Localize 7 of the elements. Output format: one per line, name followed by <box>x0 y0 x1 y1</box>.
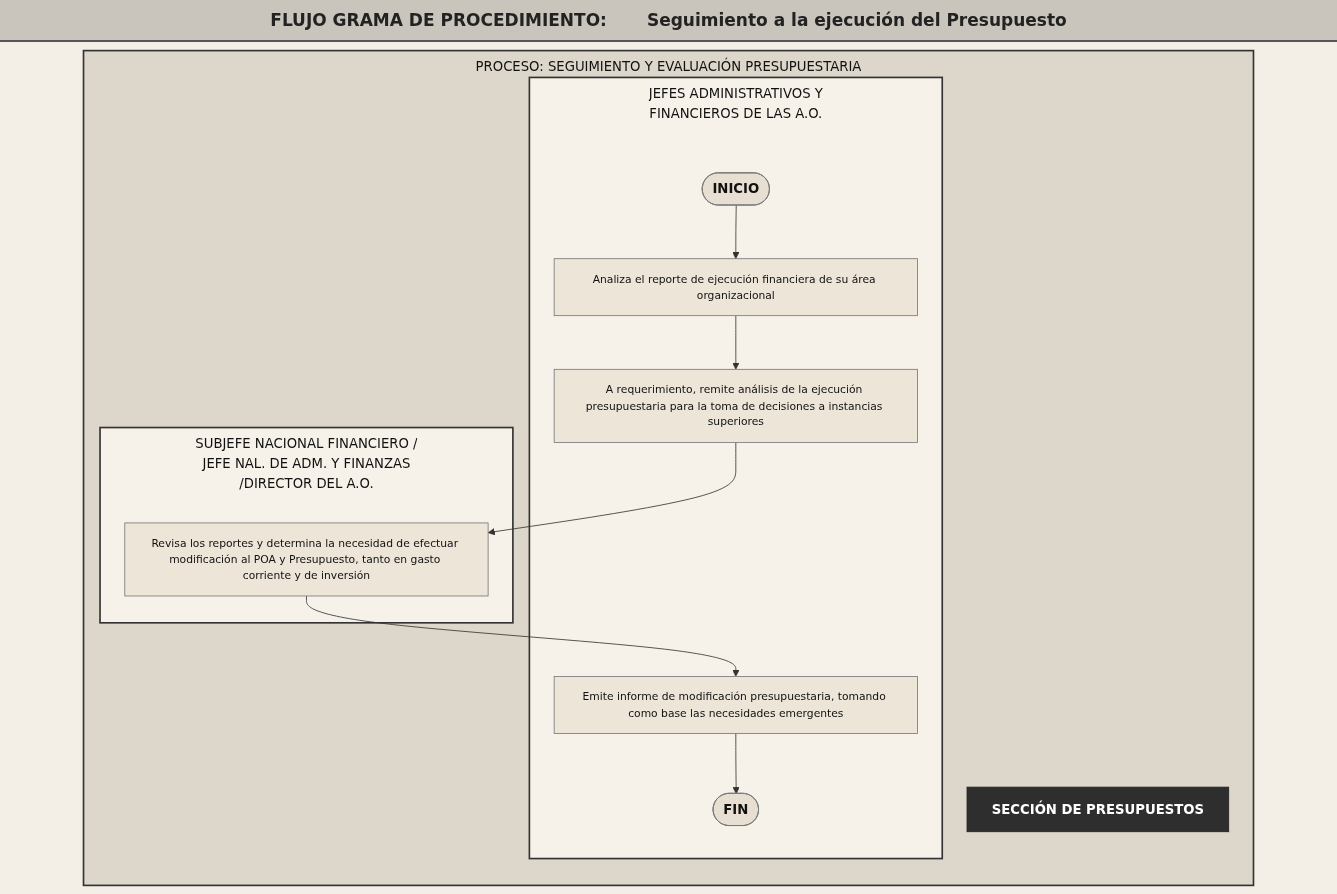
node-box: A requerimiento, remite análisis de la ejecución presupuestaria para la toma de decisiones a instancias superiores <box>553 368 918 443</box>
node-box: SECCIÓN DE PRESUPUESTOS <box>966 786 1230 833</box>
diagram-title: FLUJO GRAMA DE PROCEDIMIENTO: <box>270 10 607 30</box>
diagram-subtitle: Seguimiento a la ejecución del Presupuesto <box>646 10 1067 30</box>
node-box: Analiza el reporte de ejecución financiera de su área organizacional <box>553 258 918 317</box>
node-box: Revisa los reportes y determina la necesidad de efectuar modificación al POA y Presupuesto, tanto en gasto corriente y de inversión <box>124 522 489 597</box>
node-box: Emite informe de modificación presupuestaria, tomando como base las necesidades emergentes <box>553 676 918 734</box>
